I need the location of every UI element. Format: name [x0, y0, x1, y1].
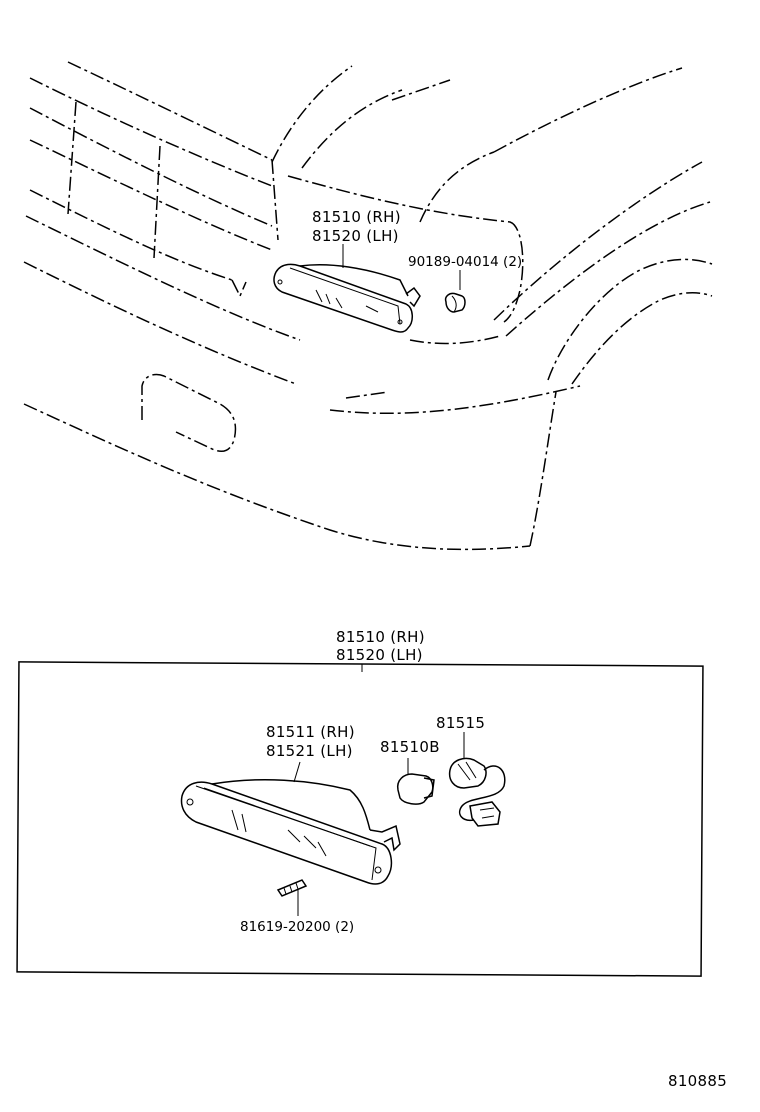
parts-group-box — [16, 661, 704, 977]
bulb-part — [396, 773, 435, 805]
screw-part — [276, 879, 308, 897]
callout-upper-lamp-rh: 81510 (RH) — [312, 208, 401, 226]
clip-part — [444, 292, 466, 313]
callout-lens-rh: 81511 (RH) — [266, 723, 355, 741]
callout-upper-lamp-lh: 81520 (LH) — [312, 227, 399, 245]
turn-signal-lamp-installed — [273, 263, 421, 333]
callout-upper-clip: 90189-04014 (2) — [408, 254, 522, 270]
socket-part — [448, 757, 506, 827]
leader-line-lens — [293, 761, 301, 783]
callout-screw: 81619-20200 (2) — [240, 919, 354, 935]
callout-bulb: 81510B — [380, 738, 440, 756]
figure-number: 810885 — [668, 1072, 727, 1090]
callout-lens-lh: 81521 (LH) — [266, 742, 353, 760]
vehicle-front-outline — [23, 61, 713, 551]
callout-lower-lamp-lh: 81520 (LH) — [336, 646, 423, 664]
callout-lower-lamp-rh: 81510 (RH) — [336, 628, 425, 646]
callout-socket: 81515 — [436, 714, 485, 732]
lens-housing-part — [180, 779, 401, 885]
